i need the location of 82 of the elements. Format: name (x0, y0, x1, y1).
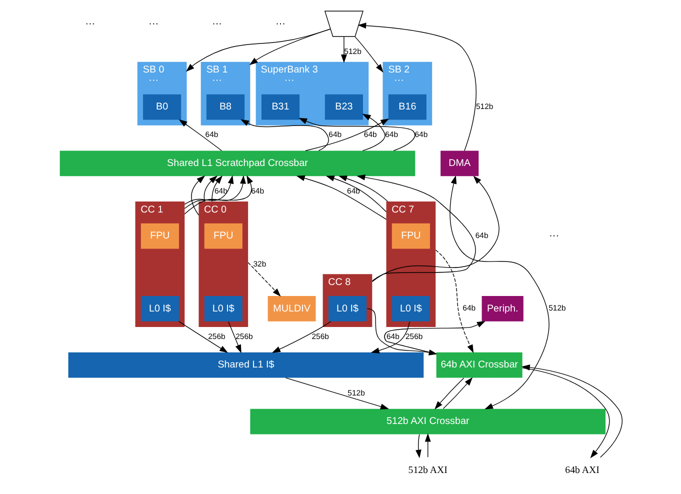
arrow (522, 368, 610, 458)
arrow (415, 434, 421, 458)
node-box: 64b AXI Crossbar (436, 352, 522, 378)
arrow (184, 175, 234, 205)
node-box: FPU (140, 223, 178, 249)
arrow (185, 28, 330, 72)
edge-label: 64b (474, 231, 488, 240)
edge-label: 512b (347, 388, 364, 398)
arrow (434, 250, 474, 354)
arrow (449, 175, 549, 410)
arrow (325, 176, 386, 212)
label: ··· (275, 18, 285, 30)
arrow (304, 118, 389, 152)
label: ··· (212, 18, 222, 30)
node-box: FPU (204, 223, 242, 249)
arrow (371, 176, 499, 282)
node-box: L0 I$ (391, 296, 430, 322)
edge-label: 256b (404, 332, 422, 341)
arrow (178, 321, 228, 353)
arrow (520, 364, 622, 458)
arrow (298, 118, 415, 151)
node-text: 512b AXI (408, 464, 447, 476)
arrow (178, 119, 222, 152)
edge-label: 64b (328, 130, 342, 140)
edge-label: 512b (476, 102, 493, 112)
node-box: L0 I$ (328, 296, 366, 322)
edge-label: 64b (214, 186, 227, 196)
arrow (184, 175, 246, 214)
arrow (211, 175, 222, 202)
node-box: DMA (440, 150, 478, 176)
arrow (271, 321, 331, 353)
edge-label: 64b (384, 130, 398, 140)
node-box: B0 (142, 94, 181, 120)
label: ··· (84, 18, 95, 30)
arrow (354, 36, 383, 73)
arrow (184, 175, 253, 209)
edge-label: 64b (363, 130, 376, 140)
node-box: B8 (206, 94, 244, 120)
node-box: Shared L1 Scratchpad Crossbar (59, 150, 415, 176)
arrow (228, 321, 241, 354)
node-box: 512b AXI Crossbar (250, 408, 606, 434)
edge-label: 256b (235, 332, 252, 341)
edge-label: 64b (462, 304, 476, 313)
edge-label: 64b (386, 332, 399, 341)
node-text: 64b AXI (564, 464, 599, 476)
node-box: MULDIV (267, 296, 316, 322)
edge-label: 64b (346, 186, 360, 196)
node-box: Shared L1 I$ (68, 352, 424, 378)
edge-label: 256b (311, 332, 328, 341)
node-box: L0 I$ (140, 296, 178, 322)
arrow (434, 378, 464, 410)
node-trapezium (324, 10, 363, 37)
label: ··· (548, 230, 559, 242)
arrow (442, 377, 472, 409)
arrow (284, 377, 388, 410)
arrow (296, 175, 386, 220)
edge-label: 64b (250, 186, 264, 196)
edge-label: 32b (252, 259, 266, 268)
arrow (362, 114, 385, 152)
label: ··· (148, 18, 158, 30)
edge-label: 256b (208, 332, 225, 341)
arrow (370, 321, 410, 354)
edge-label: 512b (548, 304, 566, 313)
node-box: B23 (324, 94, 362, 120)
node-box: Periph. (481, 296, 523, 322)
arrow (424, 433, 430, 458)
arrow (248, 28, 330, 66)
arrow (340, 36, 346, 63)
arrow (240, 119, 328, 152)
node-box: L0 I$ (204, 296, 242, 322)
edge-label: 64b (204, 130, 218, 140)
arrow (203, 175, 218, 202)
arrow (338, 176, 388, 202)
edge-label: 512b (344, 47, 361, 56)
arrow (357, 22, 476, 152)
arrow (356, 174, 476, 282)
arrow (190, 175, 205, 216)
edge-label: 64b (414, 130, 428, 140)
arrow (247, 262, 280, 297)
node-box: FPU (391, 223, 430, 249)
node-box: B31 (260, 94, 300, 120)
node-box: B16 (388, 94, 426, 120)
